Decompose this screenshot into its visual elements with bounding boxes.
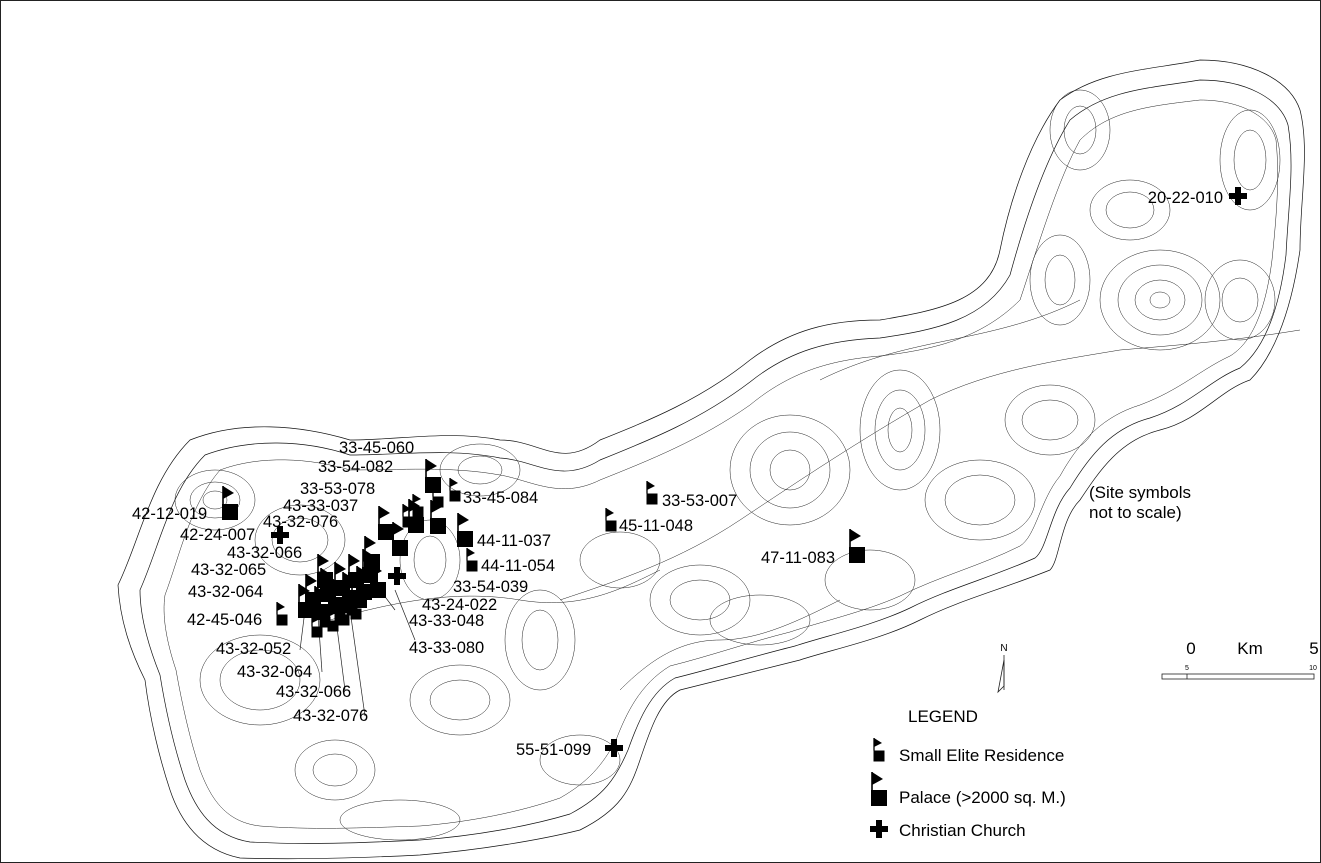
site-47-11-083[interactable]: 47-11-083 <box>761 529 865 567</box>
site-label: 33-53-007 <box>662 492 737 510</box>
site-label: 44-11-037 <box>477 532 551 550</box>
topographic-contours <box>117 59 1305 860</box>
site-label: 33-45-084 <box>463 489 538 507</box>
site-33-53-078[interactable]: 33-53-078 <box>300 480 424 533</box>
legend-item-church: Christian Church <box>870 820 1026 840</box>
site-20-22-010[interactable]: 20-22-010 <box>1148 187 1247 207</box>
site-label: 33-54-039 <box>453 578 528 596</box>
legend-label: Palace (>2000 sq. M.) <box>899 788 1066 807</box>
palace-symbol-icon <box>370 564 386 598</box>
church-symbol-icon <box>271 526 289 544</box>
small-symbol-icon <box>276 602 288 626</box>
scale-bar: 0 Km 5 5 10 <box>1161 639 1319 680</box>
site-label: 20-22-010 <box>1148 189 1223 207</box>
site-33-45-060[interactable]: 33-45-060 <box>339 439 441 493</box>
legend-symbol-small-icon <box>873 738 885 762</box>
small-symbol-icon <box>605 508 617 532</box>
site-label: 43-32-064 <box>237 663 312 681</box>
site-43-32-064[interactable]: 43-32-064 <box>188 583 314 618</box>
legend-label: Christian Church <box>899 821 1026 840</box>
church-symbol-icon <box>388 567 406 585</box>
site-label: 43-33-048 <box>409 612 484 630</box>
site-label: 55-51-099 <box>516 741 591 759</box>
site-43-33-080[interactable]: 43-33-080 <box>332 579 484 657</box>
site-42-12-019[interactable]: 42-12-019 <box>132 486 238 523</box>
site-label: 43-33-080 <box>409 639 484 657</box>
site-label: 44-11-054 <box>481 557 555 575</box>
site-33-45-084[interactable]: 33-45-084 <box>449 478 539 507</box>
small-symbol-icon <box>449 478 461 502</box>
palace-symbol-icon <box>364 536 380 570</box>
scale-max-label: 5 <box>1309 639 1318 658</box>
palace-symbol-icon <box>351 574 367 608</box>
site-label: 43-32-052 <box>216 640 291 658</box>
site-44-11-037[interactable]: 44-11-037 <box>457 513 551 550</box>
scale-minor-mid: 5 <box>1185 665 1189 672</box>
site-label: 43-32-066 <box>227 544 302 562</box>
site-label: 33-45-060 <box>339 439 414 457</box>
legend-item-small: Small Elite Residence <box>873 738 1064 765</box>
north-label: N <box>1000 643 1007 654</box>
church-symbol-icon <box>605 739 623 757</box>
palace-symbol-icon <box>425 459 441 493</box>
site-43-33-048[interactable]: 43-33-048 <box>351 574 484 630</box>
palace-symbol-icon <box>378 506 394 540</box>
site-55-51-099[interactable]: 55-51-099 <box>516 739 623 759</box>
scale-note-line-1: (Site symbols <box>1089 483 1191 502</box>
site-43-32-065[interactable]: 43-32-065 <box>191 554 333 588</box>
palace-symbol-icon <box>457 513 473 547</box>
palace-symbol-icon <box>317 554 333 588</box>
site-33-53-007[interactable]: 33-53-007 <box>646 481 738 510</box>
site-label: 42-24-007 <box>180 526 255 544</box>
palace-symbol-icon <box>430 500 446 534</box>
site-43-32-066[interactable]: 43-32-066 <box>227 536 380 570</box>
palace-symbol-icon <box>849 529 865 563</box>
legend-symbol-palace-icon <box>871 772 887 806</box>
site-44-11-054[interactable]: 44-11-054 <box>466 548 556 575</box>
palace-symbol-icon <box>408 499 424 533</box>
north-arrow: N <box>997 643 1008 694</box>
palace-symbol-icon <box>332 579 348 613</box>
palace-symbol-icon <box>298 584 314 618</box>
site-45-11-048[interactable]: 45-11-048 <box>605 508 694 535</box>
legend-item-palace: Palace (>2000 sq. M.) <box>871 772 1066 807</box>
site-43-32-052[interactable]: 43-32-052 <box>216 614 323 658</box>
site-label: 43-32-076 <box>263 513 338 531</box>
palace-symbol-icon <box>222 486 238 520</box>
site-label: 43-32-076 <box>293 707 368 725</box>
site-label: 43-32-065 <box>191 561 266 579</box>
scale-minor-max: 10 <box>1309 665 1317 672</box>
site-label: 47-11-083 <box>761 549 835 567</box>
site-label: 42-12-019 <box>132 505 207 523</box>
site-label: 33-53-078 <box>300 480 375 498</box>
site-42-24-007[interactable]: 42-24-007 <box>180 526 289 544</box>
site-label: 33-54-082 <box>318 458 393 476</box>
scale-unit-label: Km <box>1237 639 1263 658</box>
legend-title: LEGEND <box>908 707 978 726</box>
site-label: 43-32-066 <box>276 683 351 701</box>
site-42-45-046[interactable]: 42-45-046 <box>187 602 288 629</box>
legend-label: Small Elite Residence <box>899 746 1064 765</box>
legend-symbol-church-icon <box>870 820 888 838</box>
scale-note: (Site symbols not to scale) <box>1089 483 1191 522</box>
small-symbol-icon <box>466 548 478 572</box>
site-label: 45-11-048 <box>619 517 693 535</box>
site-label: 43-33-037 <box>283 497 358 515</box>
cluster-small-symbol-icon <box>319 604 331 628</box>
site-43-24-022[interactable]: 43-24-022 <box>388 567 497 614</box>
scale-zero-label: 0 <box>1186 639 1195 658</box>
small-symbol-icon <box>646 481 658 505</box>
scale-note-line-2: not to scale) <box>1089 503 1182 522</box>
site-label: 42-45-046 <box>187 611 262 629</box>
site-label: 43-24-022 <box>422 596 497 614</box>
site-label: 43-32-064 <box>188 583 263 601</box>
site-33-54-082[interactable]: 33-54-082 <box>318 458 446 534</box>
church-symbol-icon <box>1229 187 1247 205</box>
site-33-54-039[interactable]: 33-54-039 <box>370 564 528 598</box>
small-symbol-icon <box>311 614 323 638</box>
